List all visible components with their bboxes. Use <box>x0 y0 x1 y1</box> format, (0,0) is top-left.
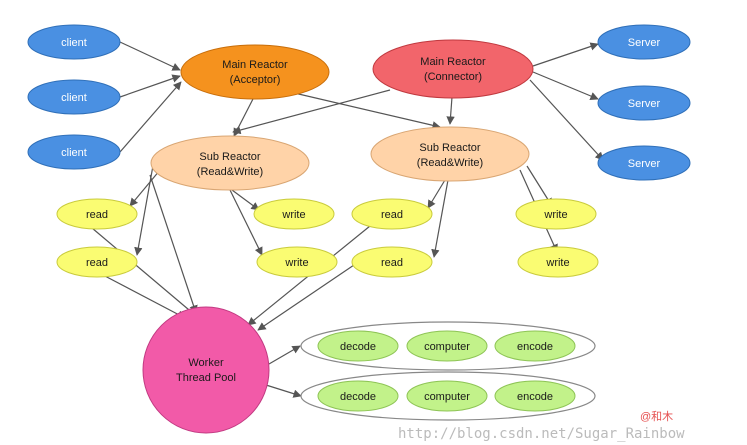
worker-subtitle: Thread Pool <box>176 372 236 384</box>
client-label: client <box>61 147 87 159</box>
client-node-1: client <box>27 24 121 60</box>
pipeline-2: decode computer encode <box>300 371 596 421</box>
pipeline-task-label: computer <box>424 341 470 353</box>
sub-left-subtitle: (Read&Write) <box>197 166 263 178</box>
server-label: Server <box>628 158 661 170</box>
arrow-connector-subleft <box>232 89 391 135</box>
arrow-subleft-read1 <box>129 169 161 207</box>
arrow-client3-acceptor <box>119 81 182 153</box>
client-label: client <box>61 37 87 49</box>
io-label: read <box>86 257 108 269</box>
io-label: read <box>381 209 403 221</box>
server-node-1: Server <box>597 24 691 60</box>
arrow-subleft-worker <box>149 174 198 314</box>
io-label: write <box>281 209 305 221</box>
arrow-worker-pipeline2 <box>265 384 302 398</box>
arrow-client1-acceptor <box>119 41 181 71</box>
client-node-2: client <box>27 79 121 115</box>
arrow-subright-read2 <box>431 179 449 258</box>
connector-subtitle: (Connector) <box>424 71 482 83</box>
io-read-mid-1: read <box>351 198 433 230</box>
io-write-right-1: write <box>515 198 597 230</box>
pipeline-task-label: decode <box>340 341 376 353</box>
worker-thread-pool: Worker Thread Pool <box>142 306 270 434</box>
arrow-read2-worker <box>102 274 186 319</box>
server-node-3: Server <box>597 145 691 181</box>
watermark: @和木 http://blog.csdn.net/Sugar_Rainbow <box>398 410 685 442</box>
io-label: read <box>86 209 108 221</box>
arrow-read1-worker <box>91 227 196 316</box>
server-node-2: Server <box>597 85 691 121</box>
main-reactor-connector: Main Reactor (Connector) <box>372 39 534 99</box>
server-label: Server <box>628 98 661 110</box>
worker-title: Worker <box>188 357 224 369</box>
arrow-connector-server2 <box>532 71 599 100</box>
pipeline-task-label: computer <box>424 391 470 403</box>
main-reactor-acceptor: Main Reactor (Acceptor) <box>180 44 330 100</box>
server-label: Server <box>628 37 661 49</box>
io-read-left-2: read <box>56 246 138 278</box>
arrow-client2-acceptor <box>119 74 181 98</box>
watermark-logo: @和木 <box>640 410 673 423</box>
io-read-mid-2: read <box>351 246 433 278</box>
connector-title: Main Reactor <box>420 56 486 68</box>
io-label: write <box>284 257 308 269</box>
watermark-url: http://blog.csdn.net/Sugar_Rainbow <box>398 426 685 442</box>
acceptor-subtitle: (Acceptor) <box>230 74 281 86</box>
pipeline-task-label: encode <box>517 391 553 403</box>
io-read-left-1: read <box>56 198 138 230</box>
client-node-3: client <box>27 134 121 170</box>
sub-right-title: Sub Reactor <box>419 142 480 154</box>
arrow-subleft-read2 <box>134 159 155 256</box>
arrow-subright-read1 <box>427 179 446 209</box>
arrow-connector-subright <box>446 96 455 125</box>
arrow-midread2-worker <box>257 264 355 331</box>
io-write-right-2: write <box>517 246 599 278</box>
io-label: read <box>381 257 403 269</box>
arrow-acceptor-subright <box>289 91 441 130</box>
io-label: write <box>543 209 567 221</box>
acceptor-title: Main Reactor <box>222 59 288 71</box>
sub-reactor-left: Sub Reactor (Read&Write) <box>150 135 310 191</box>
sub-left-title: Sub Reactor <box>199 151 260 163</box>
arrow-worker-pipeline1 <box>268 345 301 365</box>
arrow-subleft-write2 <box>229 189 263 256</box>
pipeline-task-label: decode <box>340 391 376 403</box>
arrow-connector-server1 <box>532 42 599 67</box>
pipeline-1: decode computer encode <box>300 321 596 371</box>
arrow-subleft-write1 <box>231 189 260 211</box>
io-write-left-1: write <box>253 198 335 230</box>
arrow-connector-server3 <box>529 79 604 161</box>
io-label: write <box>545 257 569 269</box>
sub-right-subtitle: (Read&Write) <box>417 157 483 169</box>
sub-reactor-right: Sub Reactor (Read&Write) <box>370 126 530 182</box>
pipeline-task-label: encode <box>517 341 553 353</box>
io-write-left-2: write <box>256 246 338 278</box>
arrow-acceptor-subleft <box>233 96 255 137</box>
client-label: client <box>61 92 87 104</box>
